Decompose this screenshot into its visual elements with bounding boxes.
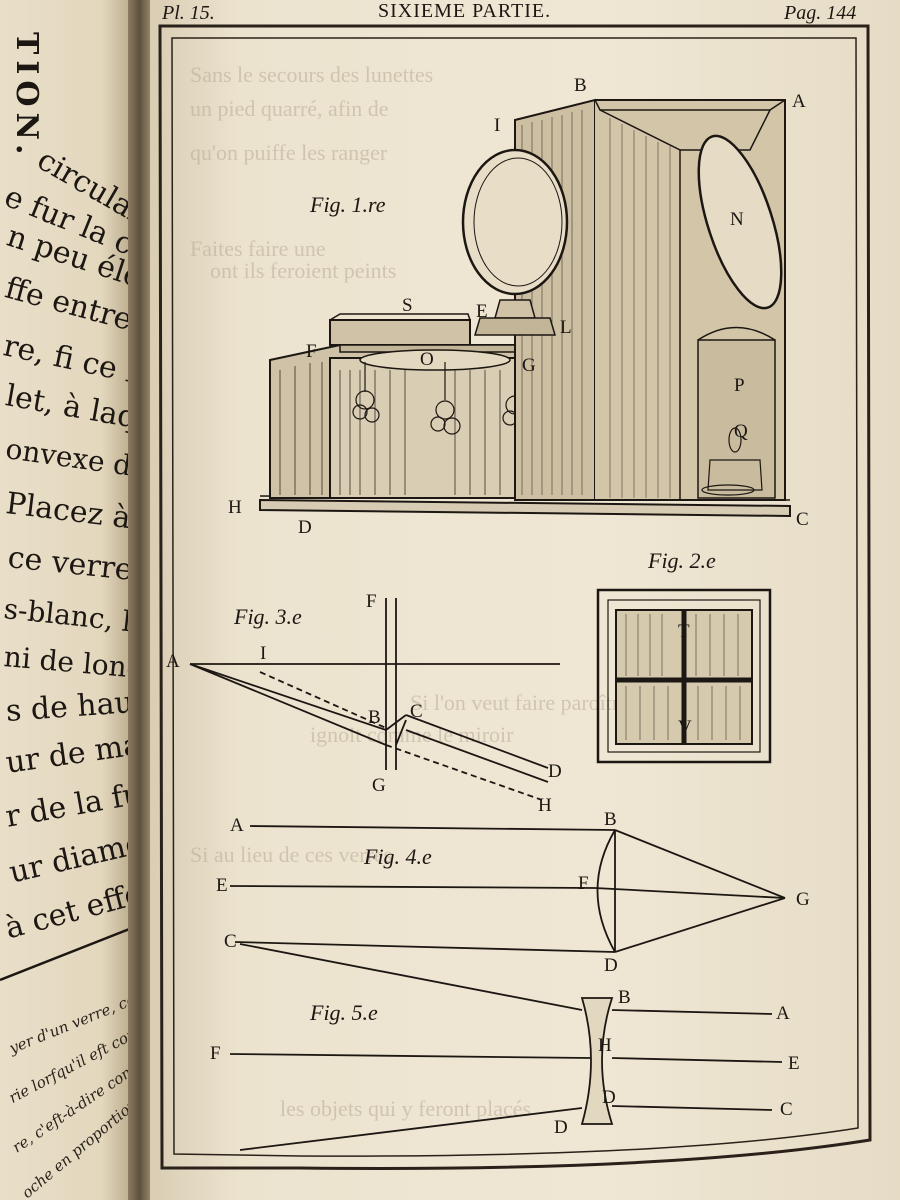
- right-page: Sans le secours des lunettes un pied qua…: [150, 0, 900, 1200]
- figure-4-caption: Fig. 4.e: [364, 844, 432, 869]
- plate-number: Pl. 15.: [162, 2, 215, 24]
- figure-5-caption: Fig. 5.e: [310, 1000, 378, 1025]
- figure-label: A: [792, 91, 806, 112]
- page-number: Pag. 144: [784, 2, 857, 24]
- figure-label: C: [224, 931, 237, 952]
- figure-label: C: [796, 509, 809, 530]
- figure-label: V: [678, 717, 692, 738]
- figure-label: T: [678, 621, 690, 642]
- bleed-through-line: Si au lieu de ces verres: [190, 842, 393, 867]
- figure-label: G: [372, 775, 386, 796]
- figure-label: D: [548, 761, 562, 782]
- bleed-through-line: Faites faire une: [190, 236, 326, 261]
- figure-label: G: [796, 889, 810, 910]
- figure-4-drawing: [229, 825, 786, 953]
- figure-label: Q: [734, 421, 748, 442]
- figure-5-drawing: [229, 943, 783, 1151]
- figure-label: O: [420, 349, 434, 370]
- bleed-through-line: les objets qui y feront placés: [280, 1096, 532, 1121]
- figure-label: H: [538, 795, 552, 816]
- figure-1-drawing: [259, 98, 791, 518]
- figure-label: I: [260, 643, 267, 664]
- figure-label: D: [554, 1117, 568, 1138]
- figure-label: B: [368, 707, 381, 728]
- figure-label: D: [602, 1087, 616, 1108]
- left-page-rule: [0, 926, 133, 982]
- figure-label: C: [780, 1099, 793, 1120]
- figure-label: D: [298, 517, 312, 538]
- figure-label: H: [598, 1035, 612, 1056]
- figure-label: F: [366, 591, 377, 612]
- figure-label: I: [494, 115, 501, 136]
- figure-label: H: [228, 497, 242, 518]
- figure-label: E: [788, 1053, 800, 1074]
- engraving-plate: [158, 24, 872, 1170]
- figure-label: F: [306, 341, 317, 362]
- bleed-through-line: qu'on puiffe les ranger: [190, 140, 388, 165]
- bleed-through-line: un pied quarré, afin de: [190, 96, 389, 121]
- figure-label: A: [166, 651, 180, 672]
- bleed-through-line: Si l'on veut faire paroître: [410, 690, 630, 715]
- running-title: SIXIEME PARTIE.: [378, 0, 552, 22]
- bleed-through-line: ont ils feroient peints: [210, 258, 397, 283]
- figure-3-caption: Fig. 3.e: [234, 604, 302, 629]
- figure-label: B: [604, 809, 617, 830]
- figure-label: E: [216, 875, 228, 896]
- figure-label: C: [410, 701, 423, 722]
- figure-label: E: [476, 301, 488, 322]
- figure-label: B: [574, 75, 587, 96]
- figure-3-drawing: [189, 598, 560, 801]
- figure-label: B: [618, 987, 631, 1008]
- figure-1-caption: Fig. 1.re: [310, 192, 386, 217]
- left-page: TION. circulaire au e fur la campa- n pe…: [0, 0, 145, 1200]
- figure-label: P: [734, 375, 745, 396]
- figure-label: S: [402, 295, 413, 316]
- figure-label: D: [604, 955, 618, 976]
- figure-label: A: [230, 815, 244, 836]
- figure-label: A: [776, 1003, 790, 1024]
- figure-2-drawing: [596, 588, 772, 764]
- figure-2-caption: Fig. 2.e: [648, 548, 716, 573]
- bleed-through-line: Sans le secours des lunettes: [190, 62, 434, 87]
- figure-label: G: [522, 355, 536, 376]
- figure-label: F: [210, 1043, 221, 1064]
- book-gutter: [128, 0, 154, 1200]
- figure-label: F: [578, 873, 589, 894]
- figure-label: N: [730, 209, 744, 230]
- figure-label: L: [560, 317, 572, 338]
